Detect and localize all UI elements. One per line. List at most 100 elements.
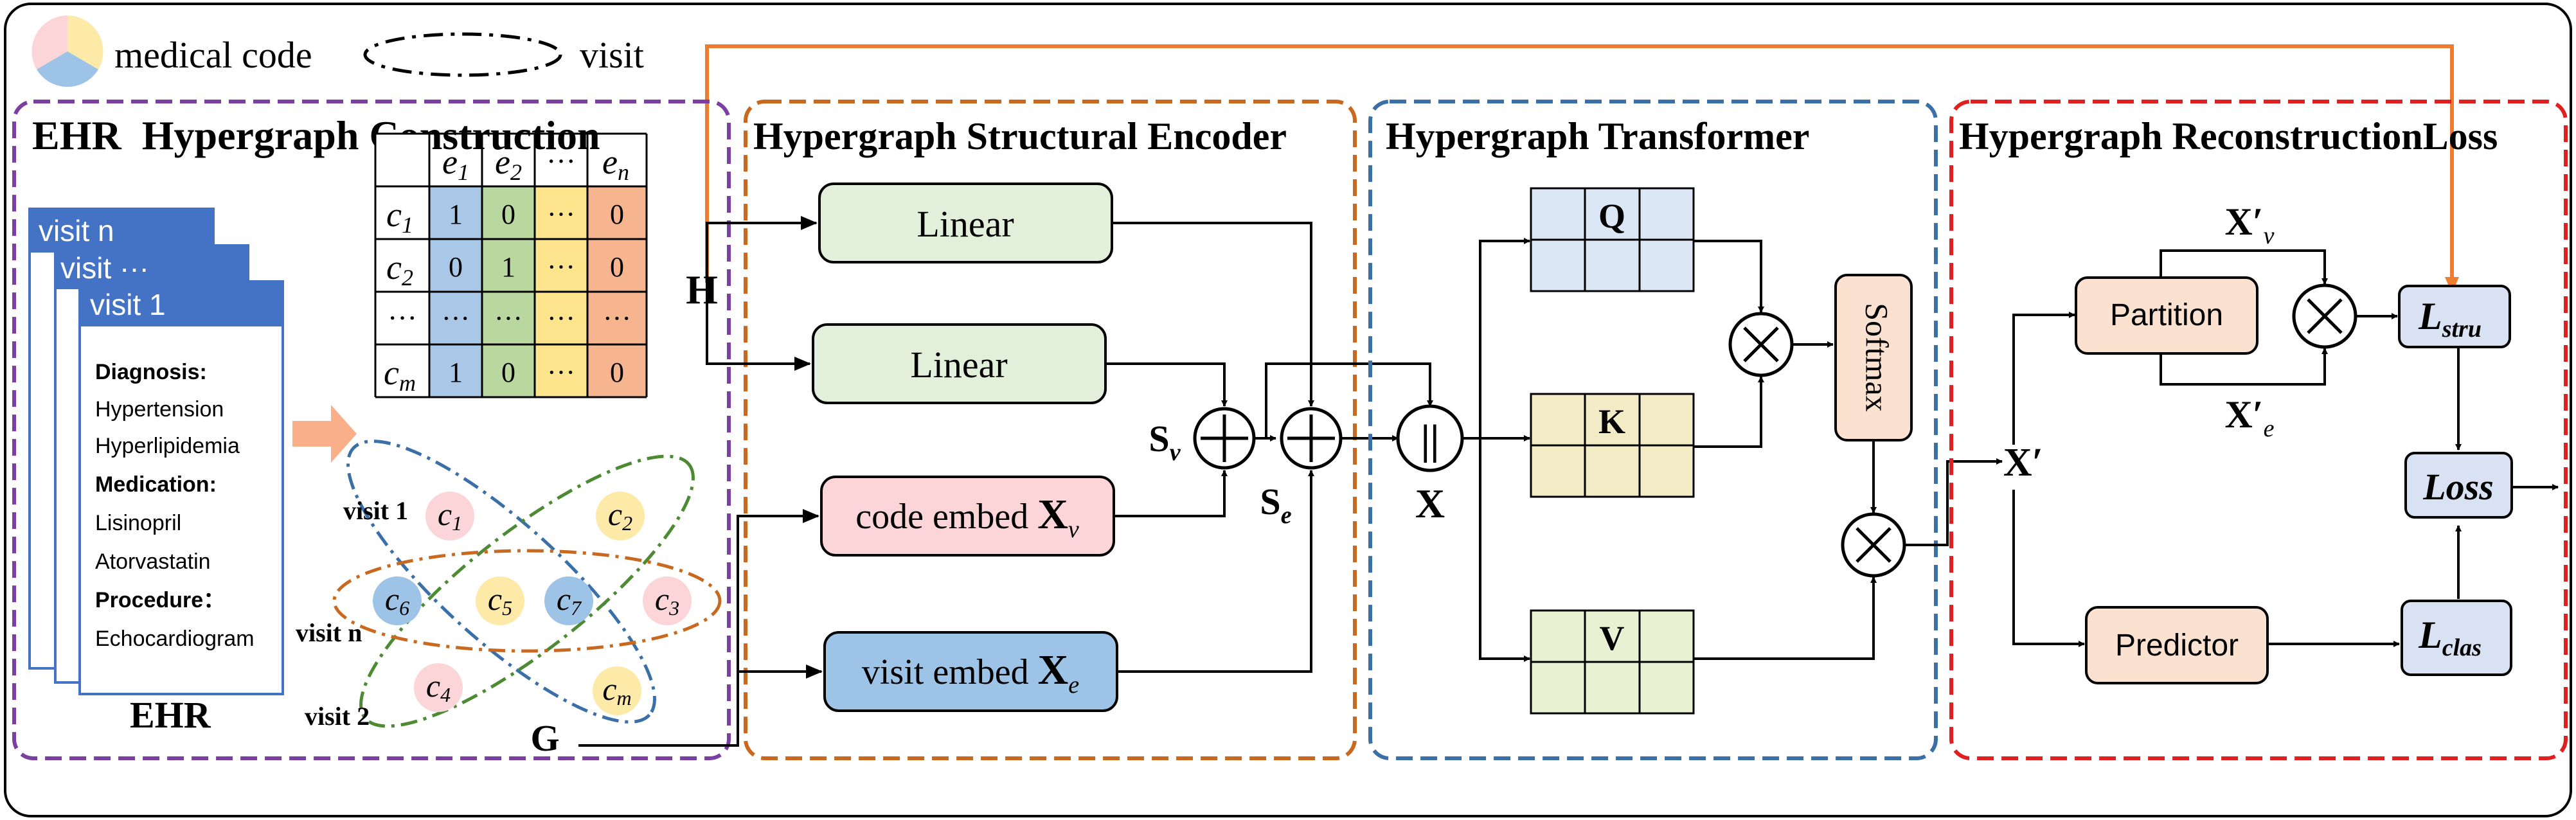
ehr-to-matrix-arrow	[292, 405, 357, 463]
matrix-cell: 0	[501, 357, 515, 388]
matrix-cell: ···	[494, 303, 523, 334]
legend-visit: visit	[580, 34, 644, 76]
loss-connections	[2012, 249, 2559, 647]
encoder-panel	[744, 100, 1357, 760]
loss-block	[2404, 452, 2513, 519]
record-hypertension: Hypertension	[95, 397, 224, 422]
l-stru-label: Lstru	[2418, 295, 2482, 343]
linear-block-1-label: Linear	[917, 203, 1014, 245]
plus-icon	[1287, 414, 1335, 462]
record-hyperlipidemia: Hyperlipidemia	[95, 434, 240, 458]
matrix-cell: ···	[547, 303, 575, 334]
medical-code-legend-icon	[31, 15, 103, 87]
visit-stack: visit n visit ··· visit 1 Diagnosis: Hyp…	[28, 208, 284, 695]
matrix-row-cm: cm	[384, 353, 416, 396]
legend-visit-ellipse	[363, 32, 562, 77]
record-echocardiogram: Echocardiogram	[95, 627, 255, 651]
node-c7: c7	[557, 581, 582, 619]
multiply-icon	[1743, 326, 1779, 362]
ehr-panel-title: EHR Hypergraph Construction	[32, 112, 600, 158]
matrix-cell: 0	[610, 357, 624, 388]
matrix-cell: 0	[610, 199, 624, 230]
sv-label: Sv	[1149, 418, 1181, 466]
encoder-connections	[578, 216, 1433, 747]
v-label: V	[1600, 619, 1625, 657]
loss-panel	[1949, 100, 2568, 760]
node-c3: c3	[655, 581, 679, 619]
matrix-row-c1: c1	[386, 195, 413, 238]
predictor-block	[2085, 606, 2269, 684]
node-c6: c6	[385, 581, 409, 619]
node-c1: c1	[438, 496, 462, 535]
partition-label: Partition	[2110, 298, 2223, 332]
legend: medical code visit	[31, 15, 644, 87]
x-label: X	[1415, 481, 1445, 526]
xe-prime-label: X′e	[2224, 393, 2274, 442]
hyperedge-label-visit-1: visit 1	[343, 496, 408, 525]
loss-panel-title: Hypergraph ReconstructionLoss	[1959, 115, 2498, 157]
matrix-row-c2: c2	[386, 248, 413, 290]
hypergraph-nodes: c1 c2 c6 c5 c7 c3 c4 cm	[373, 492, 692, 715]
matrix-cell: ···	[547, 251, 575, 283]
hyperedge-visit-1	[346, 440, 656, 724]
incidence-matrix: e1 e2 ··· en c1 c2 ··· cm 1 0 ··· 0 0 1 …	[374, 132, 648, 398]
predictor-label: Predictor	[2115, 628, 2239, 663]
hypergraph	[332, 440, 722, 728]
matrix-cell: ···	[547, 199, 575, 230]
softmax-block	[1834, 274, 1913, 441]
visit-card-n-label: visit n	[39, 214, 114, 247]
hypergraph-G: G	[530, 717, 559, 759]
hyperedge-visit-n	[332, 549, 722, 653]
loss-label: Loss	[2422, 466, 2494, 508]
node-c5: c5	[488, 581, 512, 619]
record-atorvastatin: Atorvastatin	[95, 549, 211, 574]
matrix-cell: ···	[442, 303, 470, 334]
encoder-panel-title: Hypergraph Structural Encoder	[753, 115, 1287, 157]
plus-icon	[1201, 414, 1248, 462]
visit-card-dots-label: visit ···	[60, 251, 149, 285]
se-label: Se	[1260, 481, 1291, 529]
matrix-cell: ···	[603, 303, 631, 334]
node-c2: c2	[608, 496, 632, 535]
transformer-panel	[1368, 100, 1938, 760]
node-c4: c4	[426, 668, 451, 706]
softmax-label: Softmax	[1859, 303, 1895, 411]
partition-block	[2075, 276, 2258, 355]
matrix-cell: 1	[501, 251, 515, 283]
ehr-panel	[12, 100, 731, 760]
matrix-cell: 1	[449, 357, 463, 388]
hyperedge-visit-2	[359, 454, 695, 728]
matrix-cell: 0	[449, 251, 463, 283]
record-medication-heading: Medication:	[95, 472, 217, 497]
hyperedge-label-visit-n: visit n	[296, 618, 362, 647]
outer-frame	[4, 3, 2572, 817]
k-label: K	[1598, 402, 1625, 441]
visit-card-1-label: visit 1	[90, 288, 166, 321]
record-diagnosis-heading: Diagnosis:	[95, 360, 207, 384]
record-lisinopril: Lisinopril	[95, 511, 181, 535]
x-prime-label: X′	[2003, 441, 2043, 485]
q-label: Q	[1598, 197, 1625, 235]
matrix-cell: 0	[501, 199, 515, 230]
matrix-cell: 1	[449, 199, 463, 230]
l-clas-block	[2401, 600, 2512, 676]
transformer-panel-title: Hypergraph Transformer	[1386, 115, 1809, 157]
matrix-row-dots: ···	[388, 301, 417, 334]
matrix-col-e2: e2	[495, 143, 522, 185]
k-block: K	[1530, 393, 1695, 498]
matrix-col-en: en	[602, 143, 629, 185]
l-clas-label: Lclas	[2418, 614, 2482, 661]
linear-block-2-label: Linear	[910, 344, 1007, 386]
qkv-connections	[1462, 238, 2003, 662]
l-stru-block	[2398, 285, 2511, 348]
h-to-lstru-arrow	[705, 44, 2459, 294]
hyperedge-label-visit-2: visit 2	[305, 702, 370, 731]
incidence-matrix-H: H	[686, 267, 718, 312]
matrix-cell: ···	[547, 357, 575, 388]
node-cm: cm	[602, 671, 631, 709]
matrix-cell: 0	[610, 251, 624, 283]
multiply-icon	[2307, 298, 2343, 334]
